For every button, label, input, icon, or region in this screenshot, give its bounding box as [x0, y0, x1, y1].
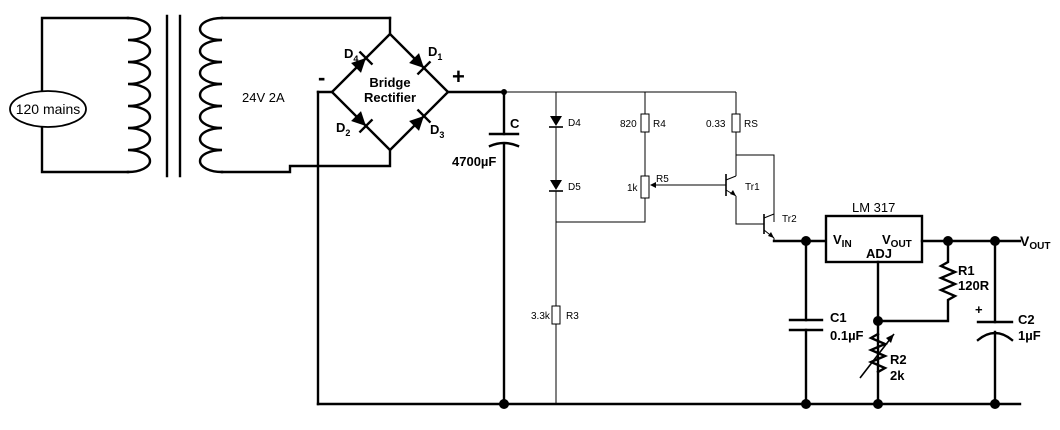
lm317-regulator: LM 317 VIN VOUT ADJ	[824, 200, 1022, 406]
adj-pin-label: ADJ	[866, 246, 892, 261]
rs-value: 0.33	[706, 119, 726, 130]
r4-r5-divider: 820 R4 R5 1k	[620, 92, 726, 199]
r1-name: R1	[958, 263, 975, 278]
c2-plus: +	[975, 302, 983, 317]
vin-pin-label: VIN	[833, 232, 852, 250]
d1-label: D1	[428, 44, 442, 62]
rs-name: RS	[744, 119, 758, 130]
ic-name: LM 317	[852, 200, 895, 215]
tr1-label: Tr1	[745, 182, 760, 193]
bridge-minus-label: -	[318, 65, 325, 90]
bridge-rectifier: Bridge Rectifier - + D4 D1 D2 D3	[316, 16, 465, 406]
r1-value: 120R	[958, 278, 990, 293]
d4-label: D4	[344, 46, 358, 64]
r5-name: R5	[656, 174, 669, 185]
capacitor-c-value: 4700µF	[452, 154, 496, 169]
capacitor-c2: + C2 1µF	[975, 239, 1041, 406]
r2-value: 2k	[890, 368, 905, 383]
mains-label: 120 mains	[16, 101, 81, 117]
vout-pin-label: VOUT	[882, 232, 912, 250]
transformer: 24V 2A	[126, 14, 392, 178]
reference-chain: D4 D5 3.3k R3	[531, 92, 646, 404]
d4-small-label: D4	[568, 118, 581, 129]
resistor-r1: R1 120R	[876, 239, 990, 323]
d5-small-label: D5	[568, 182, 581, 193]
bridge-label-line1: Bridge	[369, 75, 410, 90]
d2-label: D2	[336, 120, 350, 138]
c2-name: C2	[1018, 312, 1035, 327]
bridge-label-line2: Rectifier	[364, 90, 416, 105]
r4-value: 820	[620, 119, 637, 130]
bridge-plus-label: +	[452, 64, 465, 89]
current-limit-transistors: 0.33 RS Tr1 Tr2	[706, 92, 828, 243]
capacitor-c: C 4700µF	[452, 90, 520, 406]
r3-name: R3	[566, 311, 579, 322]
c2-value: 1µF	[1018, 328, 1041, 343]
transformer-rating: 24V 2A	[242, 90, 285, 105]
r5-value: 1k	[627, 183, 639, 194]
vout-label: VOUT	[1020, 233, 1050, 252]
d3-label: D3	[430, 122, 444, 140]
r4-name: R4	[653, 119, 666, 130]
tr2-label: Tr2	[782, 214, 797, 225]
mains-source: 120 mains	[9, 16, 130, 174]
capacitor-c1: C1 0.1µF	[788, 239, 864, 406]
capacitor-c-name: C	[510, 116, 520, 131]
r2-name: R2	[890, 352, 907, 367]
potentiometer-r2: R2 2k	[859, 332, 907, 383]
c1-name: C1	[830, 310, 847, 325]
r3-value: 3.3k	[531, 311, 551, 322]
c1-value: 0.1µF	[830, 328, 864, 343]
junction-dots	[499, 89, 1000, 409]
